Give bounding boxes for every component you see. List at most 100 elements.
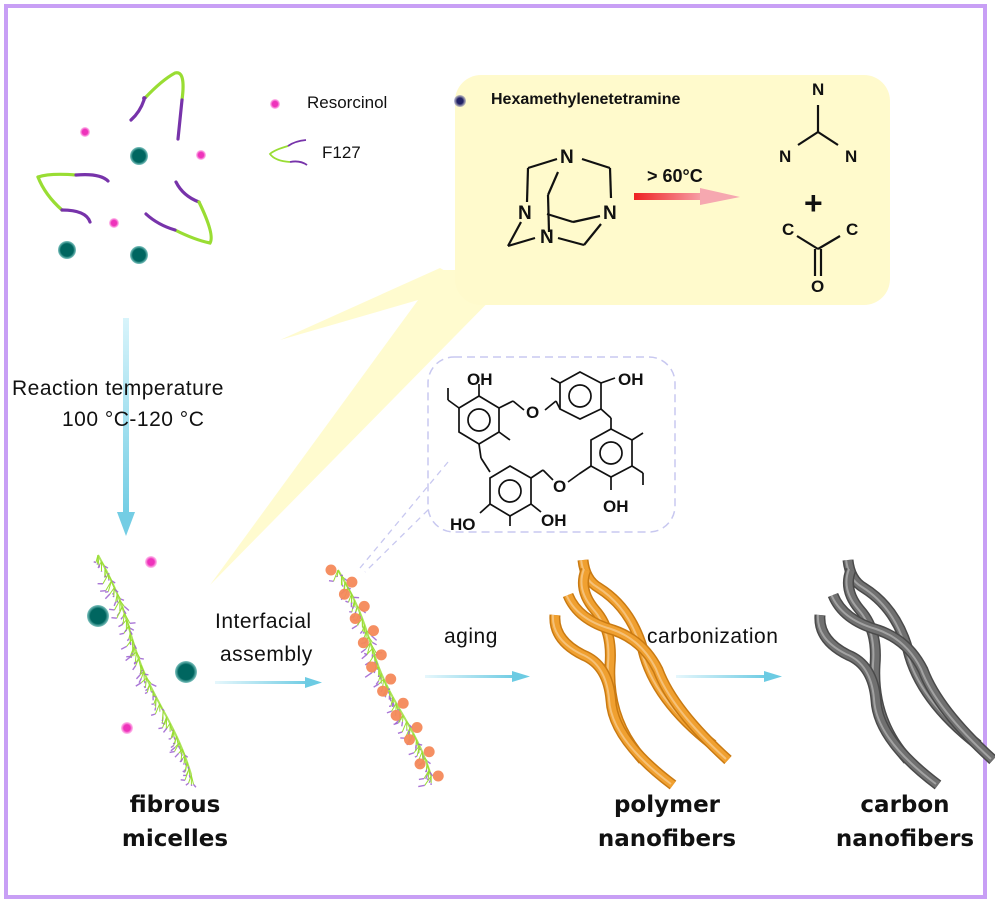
resorcinol-legend-icon	[270, 99, 280, 109]
micelle-branch	[353, 600, 355, 607]
spotlight-ray-main	[210, 270, 520, 585]
resin-particle	[385, 673, 397, 685]
hmt-particle	[130, 246, 148, 264]
micelle-branch	[366, 642, 371, 655]
micelle-branch-tail	[104, 565, 109, 569]
micelle-branch-tail	[362, 631, 365, 634]
micelle-branch	[139, 664, 142, 674]
fiber-highlight	[830, 593, 992, 760]
micelle-branch	[123, 612, 131, 624]
hydroxyl-label: OH	[467, 370, 493, 389]
micelle-branch	[162, 710, 164, 721]
micelle-particles	[87, 556, 197, 734]
carbonization-label: carbonization	[647, 625, 779, 648]
micelle-branch-tail	[139, 657, 144, 660]
micelle-branch	[146, 677, 152, 685]
micelle-branch	[184, 755, 186, 764]
micelle-branch	[424, 775, 432, 786]
fiber-highlight	[551, 613, 672, 785]
heat-condition: > 60°C	[647, 166, 703, 186]
micelle-branch-tail	[119, 632, 125, 635]
polymer-label-line1: polymer	[613, 792, 721, 818]
resin-particle	[366, 661, 378, 673]
resin-particle	[432, 770, 444, 782]
micelle-branch-tail	[111, 592, 114, 596]
hydroxyl-label: HO	[450, 515, 476, 534]
micelle-branch-tail	[93, 561, 97, 564]
micelle-branch	[408, 727, 411, 732]
micelle-branch	[406, 721, 410, 726]
resin-particle	[338, 588, 350, 600]
micelle-branch-tail	[114, 588, 119, 593]
hmt-legend-icon	[454, 95, 466, 107]
micelle-branch	[122, 613, 125, 618]
micelle-branch-tail	[427, 760, 431, 765]
micelle-branch-tail	[182, 763, 185, 765]
hmt-particle	[130, 147, 148, 165]
micelle-branch	[101, 561, 106, 567]
resorcinol-particle	[80, 127, 90, 137]
resin-particle	[375, 649, 387, 661]
micelle-branch-tail	[407, 730, 410, 735]
carbon-label-line2: nanofibers	[835, 826, 975, 852]
micelle-branch	[169, 723, 173, 731]
micelle-branch	[154, 703, 161, 715]
micelle-branch	[140, 671, 145, 679]
ether-oxygen: O	[553, 477, 566, 496]
atom-n: N	[540, 227, 554, 248]
micelle-branch-tail	[170, 746, 176, 752]
micelle-branch	[116, 606, 123, 619]
micelle-branch	[107, 574, 113, 582]
micelle-branch-tail	[171, 736, 174, 738]
resin-particle	[403, 734, 415, 746]
micelle-branch-tail	[414, 755, 418, 758]
zoom-leader-lines	[359, 461, 449, 573]
micelle-branch-tail	[183, 769, 187, 772]
micelle-branch-tail	[120, 598, 125, 601]
micelle-branch-tail	[104, 593, 111, 600]
product-atoms: N N N C C O +	[779, 80, 858, 296]
micelle-branch-tail	[154, 707, 157, 711]
hmt-particle	[58, 241, 76, 259]
micelle-branch	[369, 654, 375, 663]
micelle-branch-tail	[393, 722, 399, 726]
resin-particle	[377, 685, 389, 697]
micelle-branch	[162, 716, 168, 728]
micelle-branch	[116, 593, 122, 600]
resin-particle	[325, 564, 337, 576]
micelle-branch-tail	[133, 661, 137, 665]
micelle-branch-tail	[105, 590, 109, 593]
resin-particle	[349, 612, 361, 624]
micelle-branch	[122, 619, 127, 625]
aging-label: aging	[444, 625, 498, 648]
micelle-branch	[395, 703, 399, 711]
f127-legend-icon	[268, 139, 308, 166]
micelle-branch-tail	[126, 638, 130, 642]
micelle-branch-tail	[341, 584, 344, 587]
micelle-branch-tail	[328, 579, 334, 582]
micelle-branch-tail	[359, 630, 363, 635]
resin-particle	[414, 758, 426, 770]
assembly-arrow	[215, 677, 322, 688]
polymer-nanofibers	[549, 558, 732, 790]
micelle-branch-tail	[418, 777, 425, 781]
micelle-branch	[127, 626, 131, 632]
micelle-branch-tail	[104, 575, 107, 578]
micelle-branch	[344, 581, 349, 589]
micelle-branch	[172, 729, 175, 738]
fiber-body	[829, 593, 995, 763]
micelle-branch-tail	[150, 713, 156, 717]
micelle-branch-tail	[106, 572, 110, 576]
micelle-branch	[355, 606, 358, 612]
atom-n: N	[812, 80, 824, 99]
micelle-branch	[337, 569, 341, 576]
hmt-atoms: N N N N	[518, 147, 617, 248]
hydroxyl-label: OH	[541, 511, 567, 530]
atom-n: N	[845, 147, 857, 166]
micelle-branch-tail	[371, 635, 378, 641]
polymer-label-line2: nanofibers	[597, 826, 737, 852]
micelle-branch	[397, 715, 404, 724]
micelle-branch-tail	[417, 743, 423, 746]
micelle-branch-tail	[118, 623, 123, 628]
